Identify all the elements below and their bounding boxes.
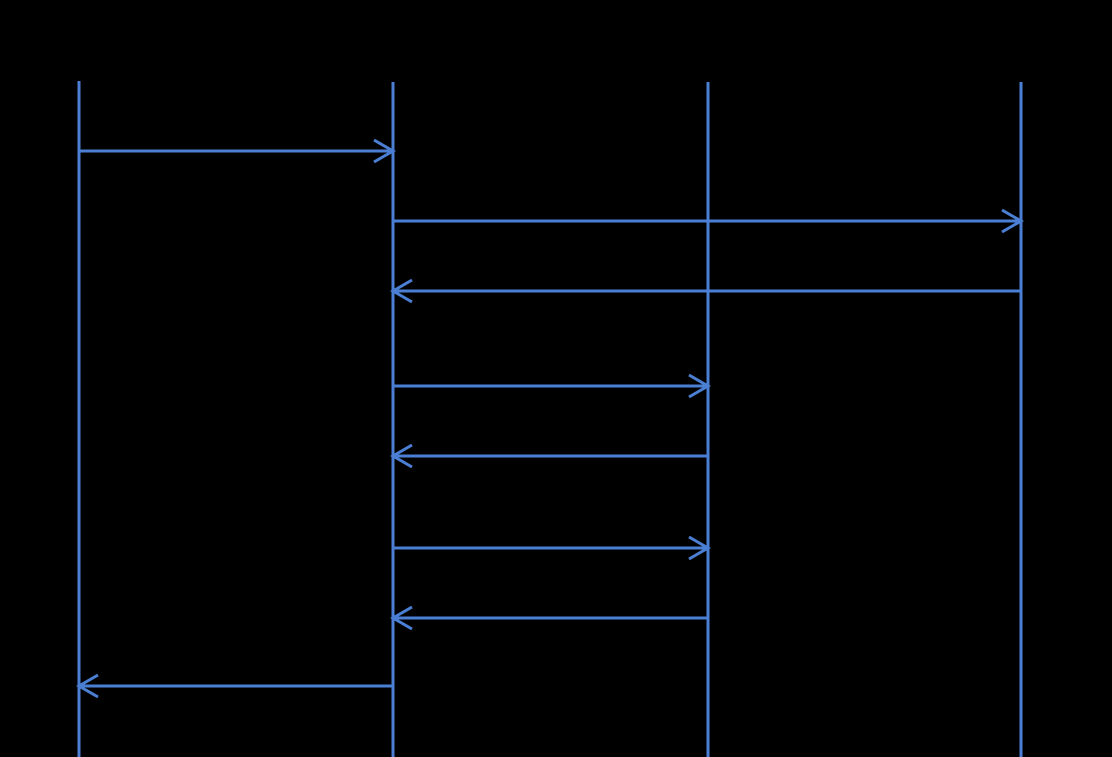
message-3[interactable]: [390, 278, 1021, 304]
lifelines-group: [77, 81, 1023, 757]
message-arrowhead-2: [1001, 208, 1024, 234]
message-2[interactable]: [393, 208, 1024, 234]
message-arrowhead-6: [688, 535, 711, 561]
messages-group: [76, 138, 1024, 699]
message-8[interactable]: [76, 673, 393, 699]
message-arrowhead-5: [390, 443, 413, 469]
message-5[interactable]: [390, 443, 708, 469]
message-7[interactable]: [390, 605, 708, 631]
message-arrowhead-7: [390, 605, 413, 631]
message-4[interactable]: [393, 373, 711, 399]
message-1[interactable]: [79, 138, 396, 164]
message-6[interactable]: [393, 535, 711, 561]
message-arrowhead-1: [373, 138, 396, 164]
message-arrowhead-8: [76, 673, 99, 699]
message-arrowhead-3: [390, 278, 413, 304]
message-arrowhead-4: [688, 373, 711, 399]
